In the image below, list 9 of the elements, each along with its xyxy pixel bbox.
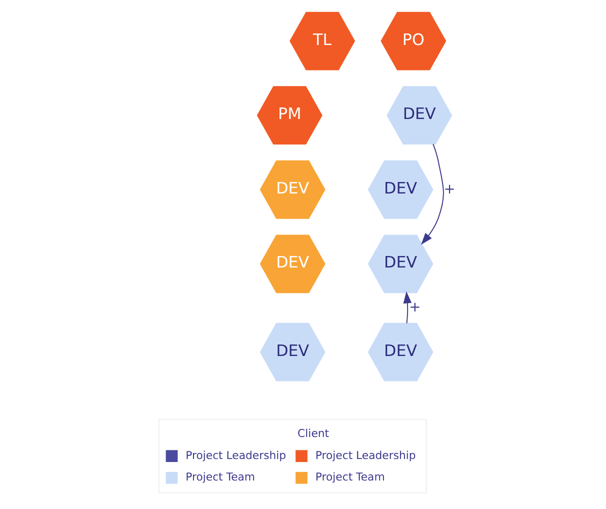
arrow [402, 291, 412, 324]
arrow [420, 144, 444, 245]
legend-label: Project Team [314, 470, 384, 484]
label: Client [297, 427, 329, 440]
legend-label: Project Leadership [185, 448, 286, 462]
edge-label: + [408, 300, 420, 316]
edge-label: + [443, 181, 455, 198]
legend-label: Project Team [185, 470, 255, 484]
legend-label: Project Leadership [314, 448, 416, 462]
